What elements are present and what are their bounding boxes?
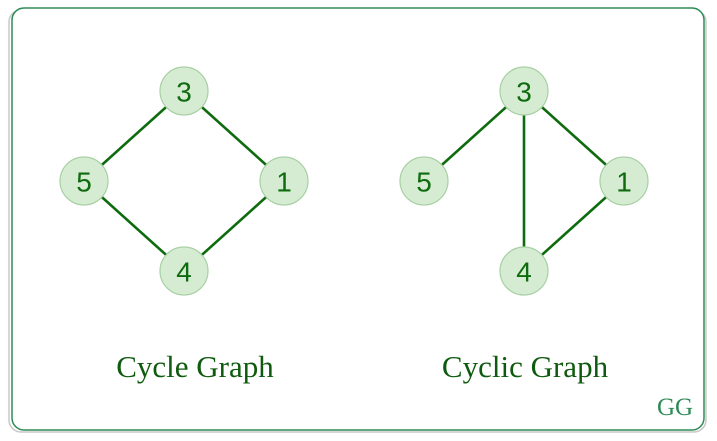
cyclic-graph-caption: Cyclic Graph	[442, 349, 609, 384]
node-label: 1	[276, 167, 292, 198]
node-label: 5	[416, 167, 432, 198]
node-3: 3	[499, 66, 549, 116]
node-circle	[59, 156, 109, 206]
cycle-graph-caption: Cycle Graph	[116, 349, 274, 384]
node-circle	[399, 156, 449, 206]
node-4: 4	[499, 246, 549, 296]
node-1: 1	[259, 156, 309, 206]
node-1: 1	[599, 156, 649, 206]
cycle-graph: 3 5 1 4	[59, 66, 309, 296]
node-label: 5	[76, 167, 92, 198]
node-5: 5	[399, 156, 449, 206]
node-circle	[599, 156, 649, 206]
node-circle	[159, 246, 209, 296]
node-circle	[259, 156, 309, 206]
node-circle	[499, 66, 549, 116]
node-5: 5	[59, 156, 109, 206]
node-label: 3	[516, 77, 532, 108]
node-circle	[499, 246, 549, 296]
gfg-logo: GG	[657, 394, 693, 421]
cyclic-graph: 3 5 1 4	[399, 66, 649, 296]
node-circle	[159, 66, 209, 116]
node-4: 4	[159, 246, 209, 296]
node-label: 3	[176, 77, 192, 108]
node-label: 1	[616, 167, 632, 198]
node-label: 4	[516, 257, 532, 288]
node-label: 4	[176, 257, 192, 288]
node-3: 3	[159, 66, 209, 116]
